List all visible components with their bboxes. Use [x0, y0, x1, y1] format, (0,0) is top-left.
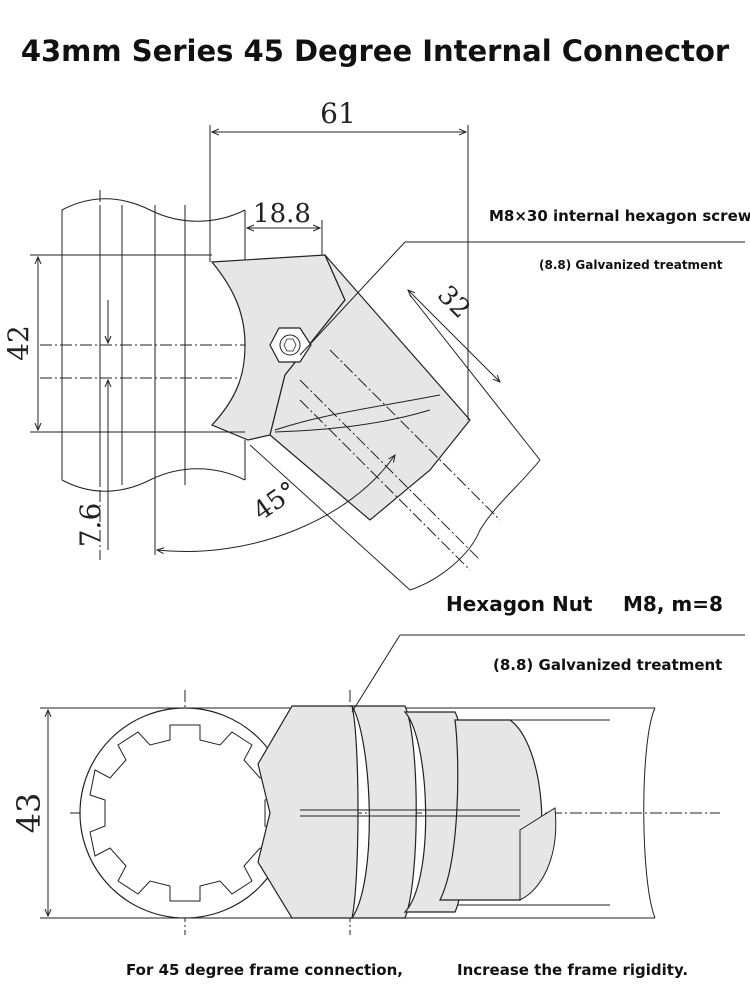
connector-jaw [257, 705, 359, 919]
dim-32: 32 [431, 280, 476, 325]
nut-label: Hexagon Nut [446, 592, 593, 616]
connector-ring-2 [403, 711, 467, 913]
footer-right: Increase the frame rigidity. [457, 961, 689, 979]
screw-label: M8×30 internal hexagon screw [489, 207, 750, 225]
nut-spec: M8, m=8 [623, 592, 723, 616]
dim-43: 43 [10, 793, 48, 834]
screw-treatment: (8.8) Galvanized treatment [539, 258, 723, 272]
tube-profile [79, 707, 291, 919]
dim-18-8: 18.8 [253, 199, 311, 229]
nut-treatment: (8.8) Galvanized treatment [493, 656, 723, 674]
vertical-tube-outline [61, 198, 246, 222]
dim-42: 42 [2, 325, 35, 361]
top-view-drawing: 61 18.8 42 7.6 32 45° [2, 97, 745, 591]
angle-45: 45° [248, 476, 303, 527]
footer-left: For 45 degree frame connection, [126, 961, 403, 979]
dim-7-6: 7.6 [74, 503, 107, 548]
page-title: 43mm Series 45 Degree Internal Connector [20, 34, 730, 68]
connector-ring-3 [439, 719, 543, 901]
connector-ring-1 [350, 705, 417, 919]
dim-61: 61 [320, 97, 356, 130]
